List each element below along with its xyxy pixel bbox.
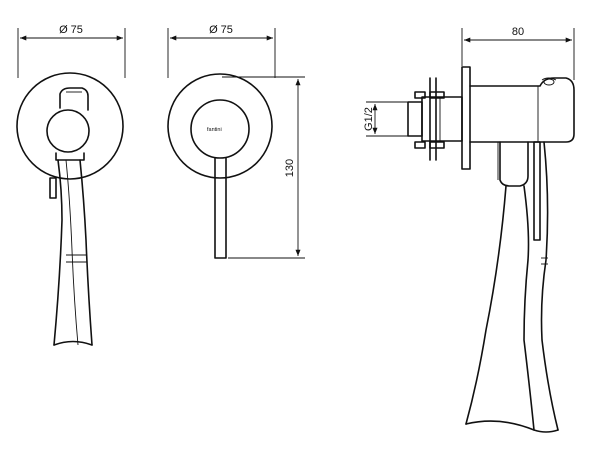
middle-view: Ø 75 fantini 130	[167, 24, 305, 259]
spout-cut-edge	[465, 420, 559, 433]
middle-brand-mark: fantini	[207, 127, 222, 133]
left-spout-inner	[65, 159, 79, 346]
left-side-handle	[49, 177, 57, 199]
spout-inner-l	[523, 185, 535, 431]
depth-label: 80	[512, 26, 524, 38]
thread-pipe	[407, 101, 423, 137]
spout-outer-r	[540, 141, 559, 431]
left-spout-cut	[53, 340, 93, 346]
left-spout-outer-l	[53, 159, 63, 346]
side-lever-handle	[533, 141, 541, 241]
screw-nut-top-r	[429, 91, 445, 99]
housing-top-cap	[541, 77, 557, 81]
left-wall-plate	[16, 72, 124, 180]
housing-tube	[469, 77, 575, 143]
middle-lever-handle	[214, 157, 227, 259]
screw-nut-top-l	[414, 91, 426, 99]
middle-lever-knob	[190, 99, 250, 159]
left-lever-bracket	[59, 87, 89, 111]
middle-wall-plate	[167, 73, 273, 179]
housing-top-detail	[543, 78, 555, 86]
left-spout-outer-r	[79, 159, 93, 346]
height-label: 130	[284, 159, 296, 177]
right-view: 80 G1/2	[363, 26, 575, 433]
spout-neck	[499, 141, 529, 187]
left-diameter-label: Ø 75	[59, 24, 83, 36]
spout-outer-l	[465, 185, 507, 425]
middle-diameter-label: Ø 75	[209, 24, 233, 36]
mounting-body	[421, 96, 463, 142]
wall-plate-side	[461, 66, 471, 170]
left-lever-neck	[55, 152, 85, 161]
screw-nut-bottom-r	[429, 141, 445, 149]
left-view: Ø 75	[16, 24, 126, 346]
thread-label: G1/2	[363, 107, 375, 131]
screw-nut-bottom-l	[414, 141, 426, 149]
left-cartridge-circle	[46, 109, 90, 153]
